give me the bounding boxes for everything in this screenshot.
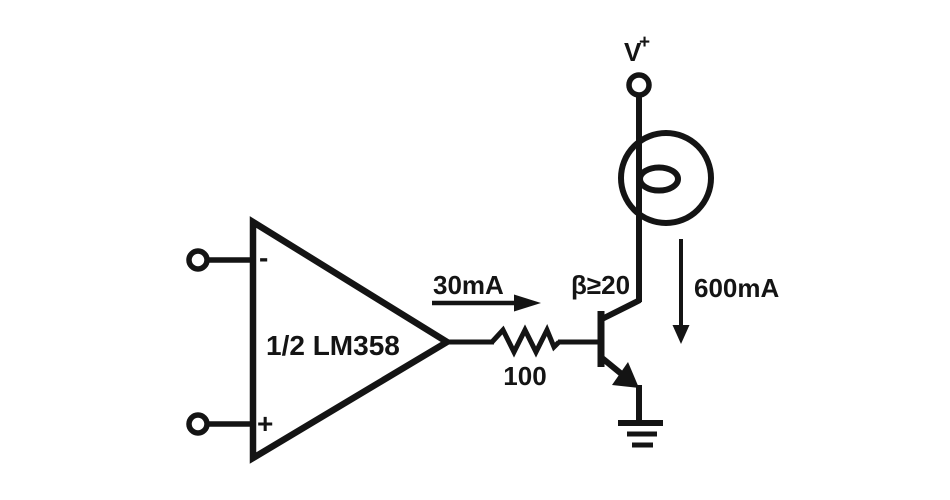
noninverting-input-label: +: [257, 408, 273, 439]
base-drive-network: 30mA 100: [432, 270, 598, 391]
inverting-input-label: -: [259, 242, 268, 273]
npn-transistor-symbol: β≥20: [571, 270, 642, 388]
transistor-emitter-arrowhead-icon: [612, 362, 639, 388]
supply-label: V: [624, 37, 642, 67]
base-current-label: 30mA: [433, 270, 504, 300]
load-branch: V + 600mA: [618, 32, 779, 344]
ground-symbol: [618, 385, 663, 448]
transistor-collector-lead: [600, 297, 642, 322]
opamp-triangle: [249, 216, 454, 464]
inverting-input-terminal-icon: [186, 248, 210, 272]
opamp-symbol: - + 1/2 LM358: [186, 216, 454, 464]
transistor-gain-label: β≥20: [571, 270, 630, 300]
supply-label-superscript: +: [639, 32, 650, 53]
transistor-emitter-lead: [600, 355, 626, 379]
load-current-arrowhead-icon: [672, 325, 690, 344]
load-current-label: 600mA: [694, 273, 779, 303]
noninverting-input-terminal-icon: [186, 412, 210, 436]
lamp-symbol: [618, 130, 714, 226]
supply-terminal-icon: [626, 72, 652, 98]
opamp-name-label: 1/2 LM358: [266, 330, 400, 361]
resistor-symbol: [490, 323, 561, 358]
resistor-value-label: 100: [503, 361, 546, 391]
lamp-filament-icon: [637, 164, 681, 194]
base-current-arrowhead-icon: [514, 294, 541, 312]
